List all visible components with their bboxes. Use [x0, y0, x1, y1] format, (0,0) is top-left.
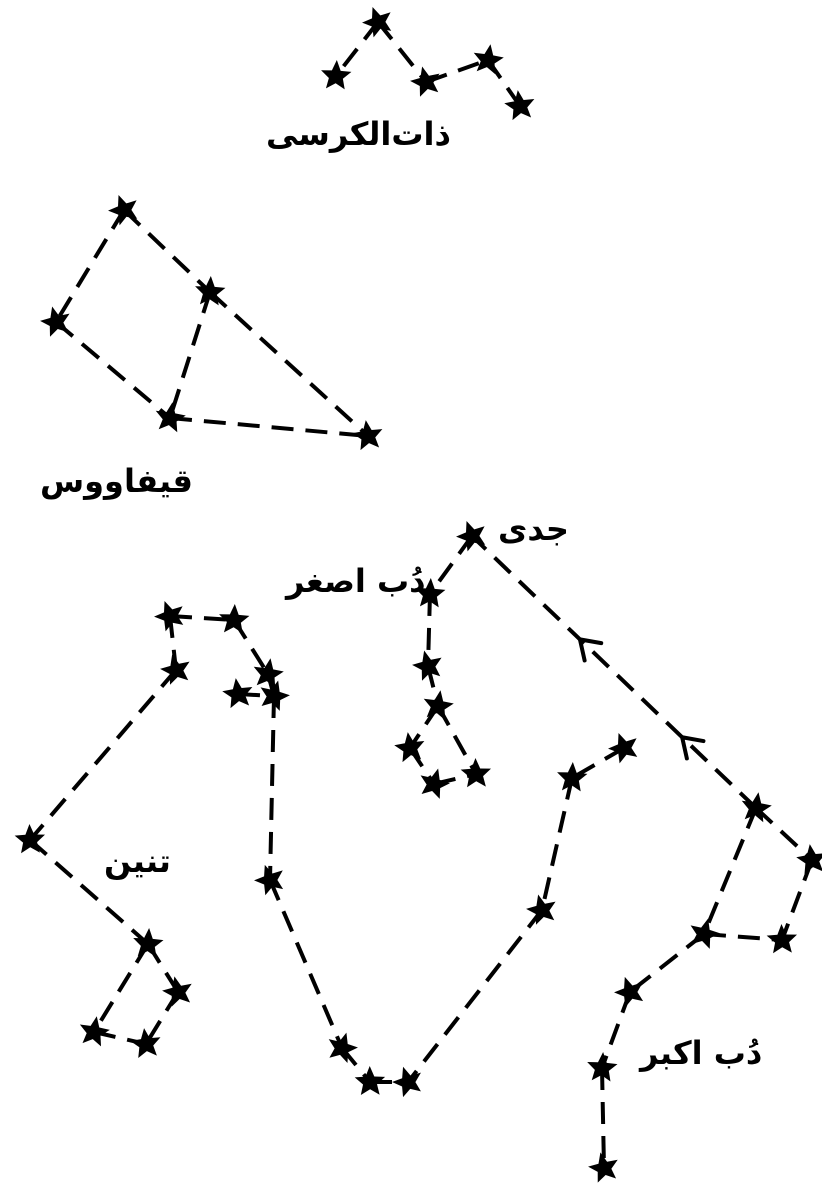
star-icon: [389, 1062, 427, 1099]
star-icon: [523, 891, 559, 926]
pointer-line: [472, 536, 756, 808]
ursa-minor-line: [430, 536, 472, 594]
draco-line: [270, 696, 274, 880]
star-icon: [221, 676, 255, 709]
label-cassiopeia: ذات‌الکرسی: [266, 118, 451, 150]
ursa-major-line: [602, 1068, 604, 1168]
star-icon: [160, 973, 196, 1008]
star-icon: [251, 656, 286, 689]
cepheus-line: [124, 210, 210, 292]
cepheus-line: [210, 292, 368, 436]
ursa-major-line: [408, 910, 542, 1082]
label-polaris: جدی: [498, 513, 569, 545]
star-icon: [393, 730, 427, 763]
star-icon: [355, 1066, 386, 1095]
cassiopeia-line: [378, 22, 426, 82]
label-draco: تنین: [104, 845, 171, 877]
star-icon: [77, 1014, 112, 1048]
star-icon: [407, 63, 443, 98]
star-icon: [250, 860, 288, 897]
star-icon: [556, 761, 588, 791]
star-icon: [610, 972, 648, 1009]
star-icon: [766, 923, 797, 953]
label-ursa-major: دُب اکبر: [640, 1037, 762, 1069]
ursa-major-line: [704, 808, 756, 934]
cepheus-line: [170, 292, 210, 418]
ursa-major-line: [542, 778, 572, 910]
cepheus-line: [170, 418, 368, 436]
label-ursa-minor: دُب اصغر: [286, 565, 426, 597]
star-icon: [604, 728, 642, 766]
star-icon: [129, 1026, 163, 1058]
ursa-minor-line: [428, 594, 430, 666]
draco-line: [30, 670, 176, 840]
star-icon: [351, 418, 385, 451]
star-icon: [460, 757, 491, 787]
star-icon: [421, 688, 456, 721]
draco-line: [94, 944, 148, 1032]
star-icon: [795, 842, 822, 875]
star-icon: [471, 42, 506, 75]
ursa-major-line: [756, 808, 812, 860]
star-icon: [153, 400, 188, 433]
cepheus-line: [56, 210, 124, 322]
label-cepheus: قیفاووس: [40, 465, 193, 497]
star-icon: [503, 88, 537, 121]
star-icon: [409, 647, 445, 682]
star-icon: [358, 2, 396, 40]
ursa-major-line: [782, 860, 812, 940]
cassiopeia-line: [336, 22, 378, 76]
cepheus-line: [56, 322, 170, 418]
draco-line: [270, 880, 342, 1048]
star-icon: [416, 765, 453, 801]
star-icon: [324, 1028, 361, 1064]
